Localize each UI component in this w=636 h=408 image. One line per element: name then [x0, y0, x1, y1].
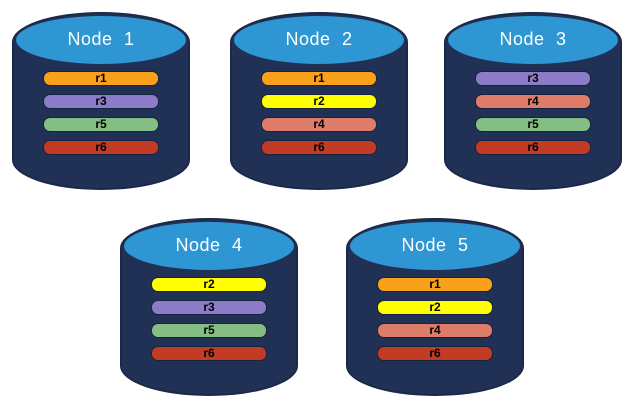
- replica-bar-r2: r2: [377, 300, 493, 315]
- cylinder-top-ellipse: [124, 222, 294, 270]
- replica-bar-r2: r2: [261, 94, 377, 109]
- replica-bar-r6: r6: [475, 140, 591, 155]
- replica-bar-r2: r2: [151, 277, 267, 292]
- replica-bar-r1: r1: [377, 277, 493, 292]
- cylinder-top-ellipse: [234, 16, 404, 64]
- node-cylinder-3: Node 3 r3 r4 r5 r6: [444, 12, 622, 190]
- replica-bar-r6: r6: [43, 140, 159, 155]
- replica-list: r1 r2 r4 r6: [346, 277, 524, 361]
- node-cylinder-1: Node 1 r1 r3 r5 r6: [12, 12, 190, 190]
- replica-bar-r5: r5: [475, 117, 591, 132]
- replica-bar-r4: r4: [261, 117, 377, 132]
- cylinder-top-ellipse: [350, 222, 520, 270]
- replica-bar-r5: r5: [151, 323, 267, 338]
- replica-bar-r3: r3: [151, 300, 267, 315]
- replica-bar-r1: r1: [43, 71, 159, 86]
- replica-bar-r6: r6: [151, 346, 267, 361]
- replica-list: r1 r3 r5 r6: [12, 71, 190, 155]
- replica-bar-r4: r4: [475, 94, 591, 109]
- node-title: Node 4: [175, 235, 243, 255]
- replica-bar-r6: r6: [377, 346, 493, 361]
- replica-bar-r4: r4: [377, 323, 493, 338]
- node-cylinder-5: Node 5 r1 r2 r4 r6: [346, 218, 524, 396]
- cylinder-top-ellipse: [448, 16, 618, 64]
- replica-list: r1 r2 r4 r6: [230, 71, 408, 155]
- node-title: Node 3: [499, 29, 567, 49]
- replica-bar-r3: r3: [43, 94, 159, 109]
- cylinder-top-ellipse: [16, 16, 186, 64]
- node-title: Node 2: [285, 29, 353, 49]
- node-title: Node 5: [401, 235, 469, 255]
- node-title: Node 1: [67, 29, 135, 49]
- replica-list: r3 r4 r5 r6: [444, 71, 622, 155]
- replica-bar-r6: r6: [261, 140, 377, 155]
- replica-bar-r5: r5: [43, 117, 159, 132]
- node-cylinder-4: Node 4 r2 r3 r5 r6: [120, 218, 298, 396]
- node-cylinder-2: Node 2 r1 r2 r4 r6: [230, 12, 408, 190]
- replica-list: r2 r3 r5 r6: [120, 277, 298, 361]
- replica-bar-r1: r1: [261, 71, 377, 86]
- replica-bar-r3: r3: [475, 71, 591, 86]
